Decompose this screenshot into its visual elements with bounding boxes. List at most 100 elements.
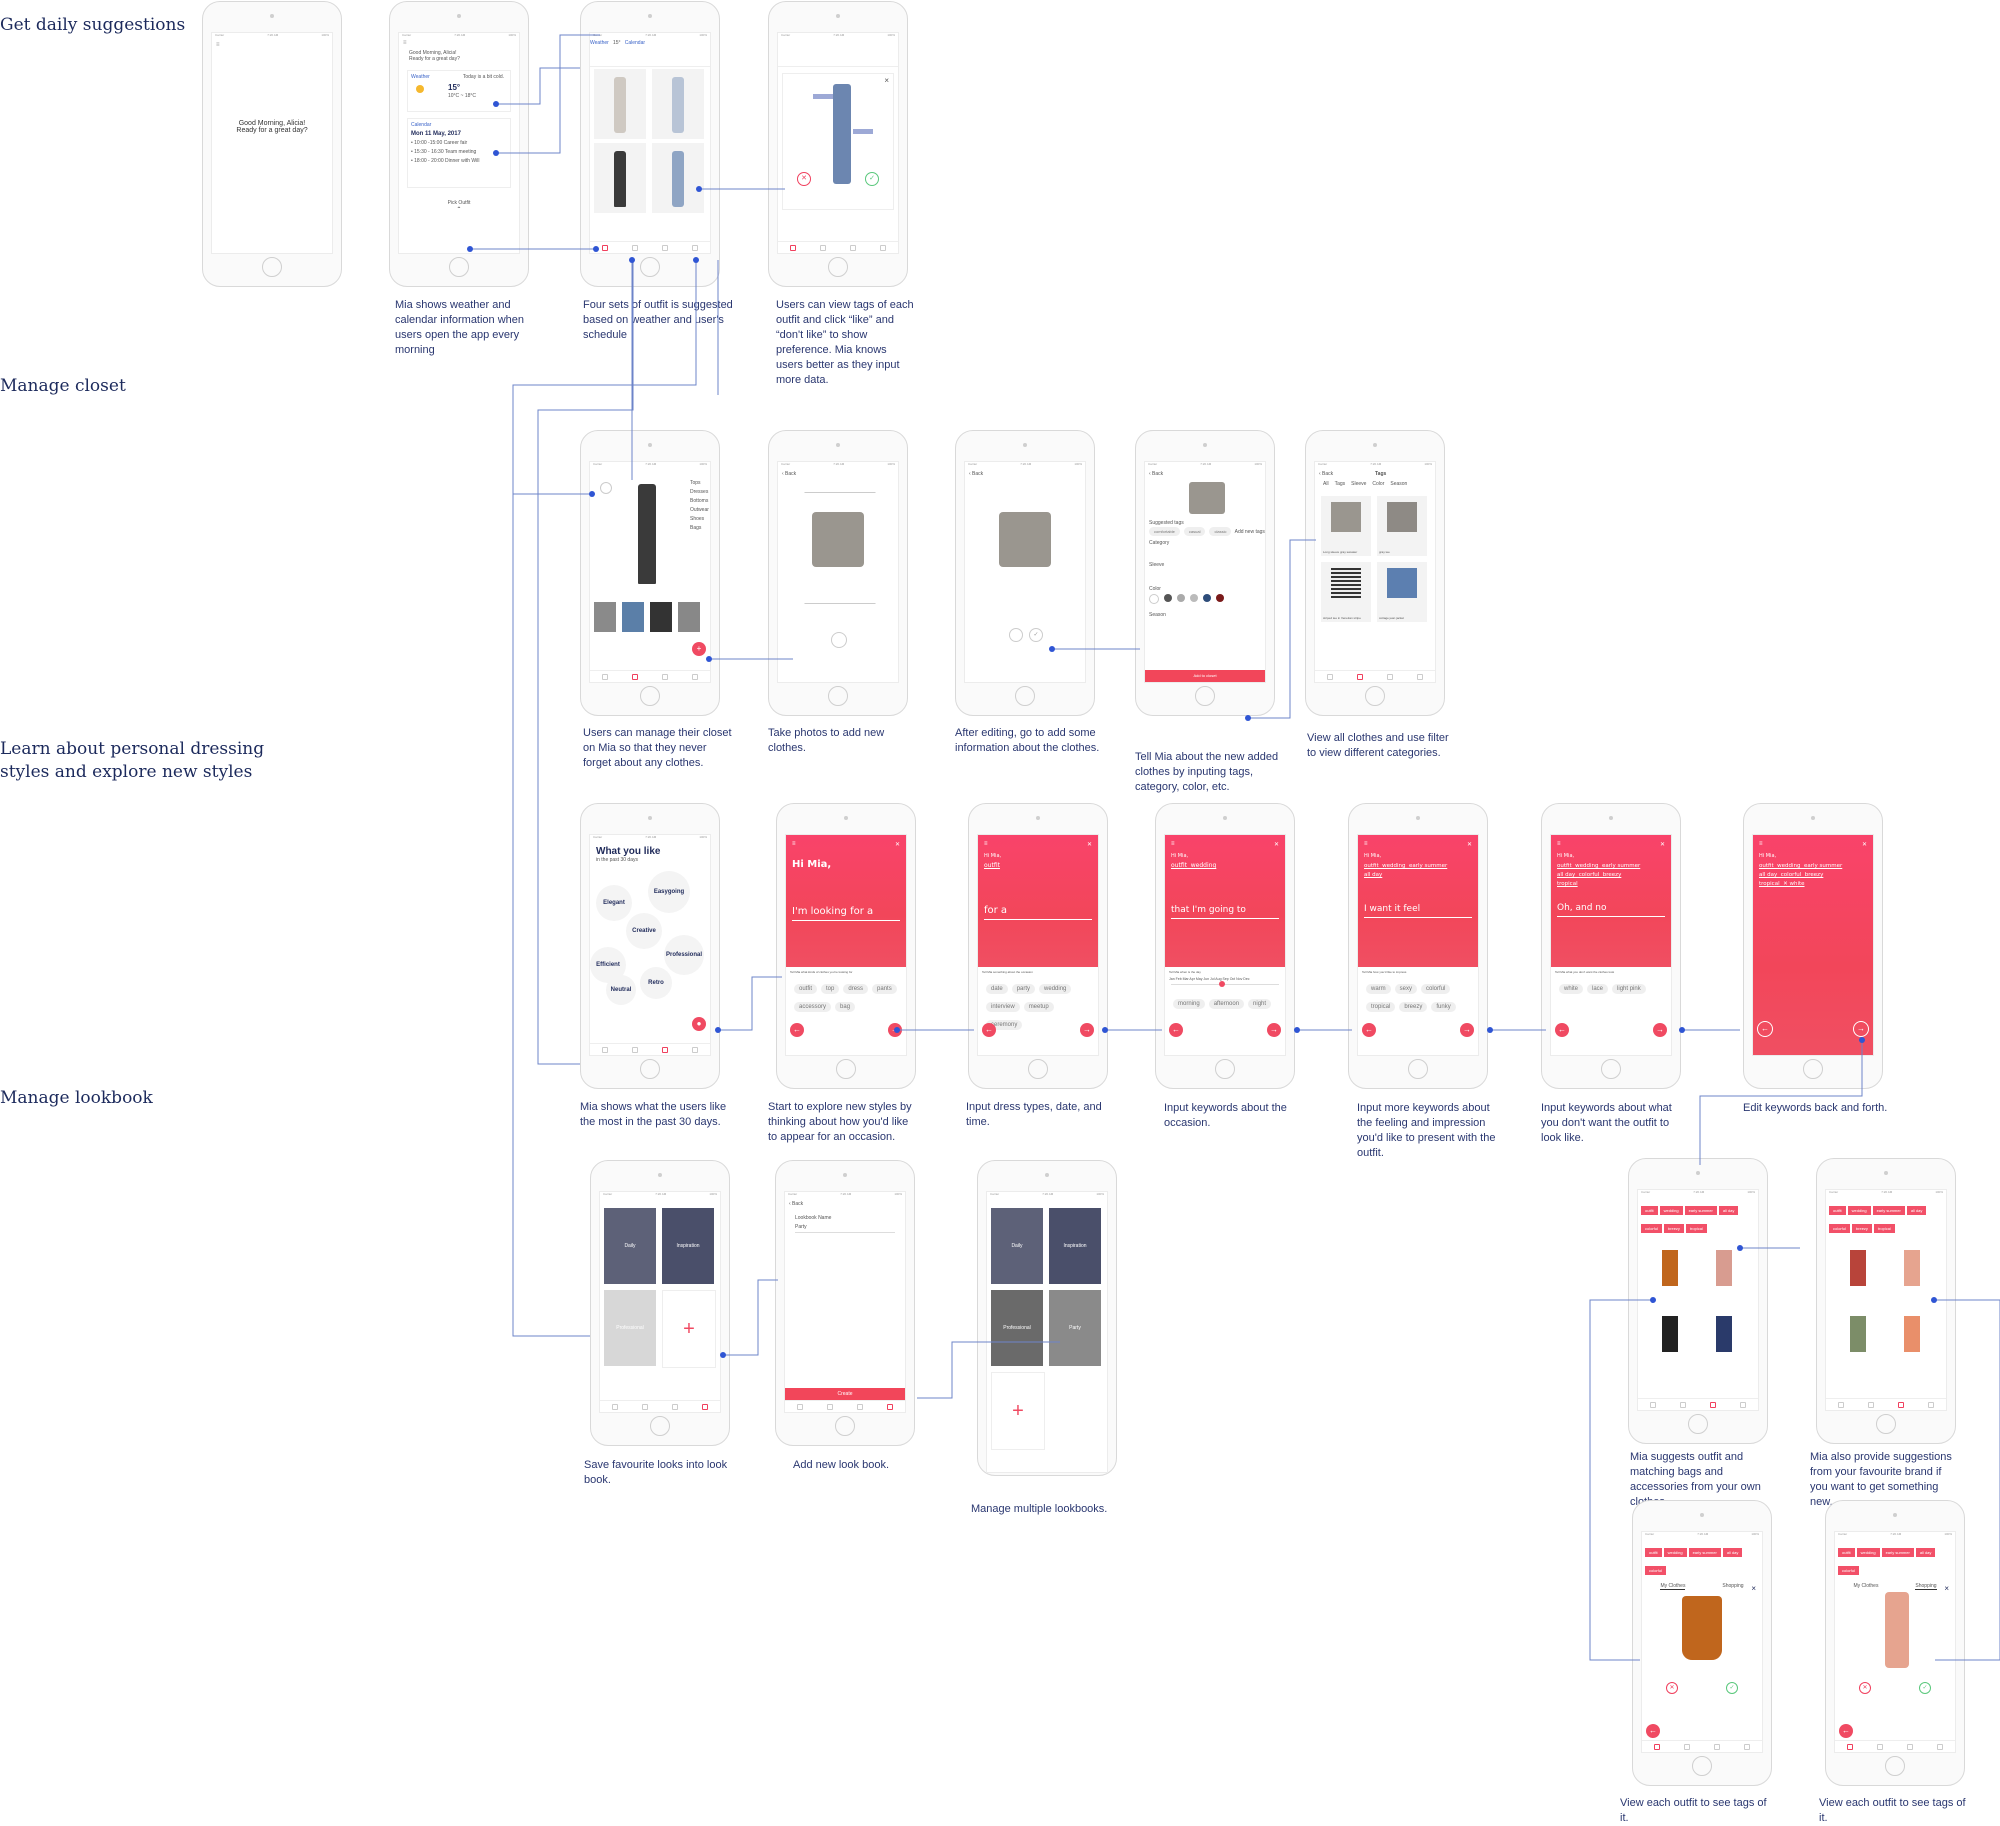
- category-shoes[interactable]: Shoes: [690, 516, 705, 522]
- chip[interactable]: funky: [1431, 1002, 1456, 1012]
- suggest-outfit[interactable]: [1700, 1240, 1748, 1300]
- clothes-item[interactable]: Long sleeve gray sweater: [1321, 496, 1371, 556]
- explore-search-button[interactable]: ●: [692, 1017, 706, 1031]
- clothes-item[interactable]: cottage jean jacket: [1377, 562, 1427, 622]
- lookbook-card[interactable]: Professional: [604, 1290, 656, 1366]
- chevron-up-icon[interactable]: ˆ: [457, 206, 461, 215]
- chip[interactable]: ceremony: [986, 1020, 1023, 1030]
- chip[interactable]: light pink: [1612, 984, 1646, 994]
- like-button[interactable]: ✓: [1919, 1682, 1931, 1694]
- chip[interactable]: meetup: [1023, 1002, 1054, 1012]
- home-button[interactable]: [828, 686, 848, 706]
- back-arrow-button[interactable]: ←: [1839, 1724, 1853, 1738]
- chip[interactable]: date: [986, 984, 1008, 994]
- home-button[interactable]: [640, 257, 660, 277]
- close-icon[interactable]: ×: [1751, 1584, 1756, 1593]
- home-button[interactable]: [1015, 686, 1035, 706]
- closet-tab-icon[interactable]: [632, 244, 638, 251]
- next-arrow-button[interactable]: →: [1080, 1023, 1094, 1037]
- outfit-card[interactable]: [652, 69, 704, 139]
- home-button[interactable]: [1688, 1414, 1708, 1434]
- picked-keywords[interactable]: outfit wedding early summer all day colo…: [1759, 863, 1843, 887]
- close-icon[interactable]: ✕: [1861, 842, 1867, 848]
- confirm-icon[interactable]: ✓: [1029, 628, 1043, 642]
- home-button[interactable]: [650, 1416, 670, 1436]
- next-arrow-button[interactable]: →: [1653, 1023, 1667, 1037]
- lookbook-card[interactable]: Inspiration: [1049, 1208, 1101, 1284]
- close-icon[interactable]: ✕: [1466, 842, 1472, 848]
- dislike-button[interactable]: ✕: [797, 172, 811, 186]
- home-button[interactable]: [1408, 1059, 1428, 1079]
- color-swatches[interactable]: [1149, 594, 1224, 604]
- chip[interactable]: warm: [1366, 984, 1391, 994]
- home-button[interactable]: [262, 257, 282, 277]
- chip[interactable]: interview: [986, 1002, 1020, 1012]
- dislike-button[interactable]: ✕: [1666, 1682, 1678, 1694]
- chip[interactable]: wedding: [1039, 984, 1072, 994]
- home-button[interactable]: [1876, 1414, 1896, 1434]
- retake-icon[interactable]: [1009, 628, 1023, 642]
- shopping-outfit[interactable]: [1834, 1306, 1882, 1366]
- style-bubble[interactable]: Easygoing: [648, 871, 690, 913]
- chip[interactable]: party: [1011, 984, 1036, 994]
- next-arrow-button[interactable]: →: [888, 1023, 902, 1037]
- home-button[interactable]: [1195, 686, 1215, 706]
- add-lookbook-button[interactable]: +: [991, 1372, 1045, 1450]
- shopping-outfit[interactable]: [1888, 1306, 1936, 1366]
- home-button[interactable]: [640, 1059, 660, 1079]
- closet-item[interactable]: [622, 602, 644, 632]
- lookbook-tab-icon[interactable]: [692, 244, 698, 251]
- closet-item[interactable]: [678, 602, 700, 632]
- style-bubble[interactable]: Neutral: [606, 975, 636, 1005]
- home-button[interactable]: [1365, 686, 1385, 706]
- next-arrow-button[interactable]: →: [1853, 1021, 1869, 1037]
- clothes-item[interactable]: striped tee in Venetian stripe: [1321, 562, 1371, 622]
- shopping-outfit[interactable]: [1888, 1240, 1936, 1300]
- lookbook-card[interactable]: Professional: [991, 1290, 1043, 1366]
- home-button[interactable]: [1692, 1756, 1712, 1776]
- pick-outfit-button[interactable]: Pick Outfit: [447, 200, 471, 206]
- close-icon[interactable]: ✕: [1273, 842, 1279, 848]
- close-icon[interactable]: ✕: [1659, 842, 1665, 848]
- next-arrow-button[interactable]: →: [1267, 1023, 1281, 1037]
- clothes-item[interactable]: gray tee: [1377, 496, 1427, 556]
- category-outwear[interactable]: Outwear: [690, 507, 709, 513]
- prompt-text[interactable]: I'm looking for a: [792, 906, 900, 921]
- home-button[interactable]: [836, 1059, 856, 1079]
- prompt-text[interactable]: I want it feel: [1364, 904, 1472, 918]
- add-to-closet-button[interactable]: Add to closet: [1145, 670, 1265, 682]
- home-button[interactable]: [1885, 1756, 1905, 1776]
- next-arrow-button[interactable]: →: [1460, 1023, 1474, 1037]
- back-link[interactable]: ‹ Back: [782, 471, 797, 477]
- category-dresses[interactable]: Dresses: [690, 489, 709, 495]
- lookbook-card[interactable]: Party: [1049, 1290, 1101, 1366]
- chip[interactable]: outfit: [794, 984, 818, 994]
- style-bubble[interactable]: Elegant: [596, 885, 632, 921]
- picked-keywords[interactable]: outfit wedding early summer all day colo…: [1557, 863, 1641, 887]
- month-slider[interactable]: Jan Feb Mar Apr May Jun Jul Aug Sep Oct …: [1169, 977, 1250, 981]
- chip[interactable]: top: [821, 984, 840, 994]
- chip[interactable]: colorful: [1421, 984, 1451, 994]
- chip[interactable]: afternoon: [1208, 999, 1245, 1009]
- home-button[interactable]: [1601, 1059, 1621, 1079]
- close-icon[interactable]: ×: [884, 76, 889, 85]
- home-button[interactable]: [1028, 1059, 1048, 1079]
- chip[interactable]: white: [1559, 984, 1584, 994]
- tag-label[interactable]: [853, 129, 873, 134]
- chip[interactable]: bag: [835, 1002, 856, 1012]
- close-icon[interactable]: ×: [1944, 1584, 1949, 1593]
- picked-keywords[interactable]: outfit wedding: [1171, 862, 1217, 869]
- picked-keywords[interactable]: outfit: [984, 862, 1000, 869]
- home-button[interactable]: [640, 686, 660, 706]
- prompt-text[interactable]: Oh, and no: [1557, 903, 1665, 917]
- add-lookbook-button[interactable]: +: [662, 1290, 716, 1368]
- home-button[interactable]: [1215, 1059, 1235, 1079]
- suggest-outfit[interactable]: [1646, 1306, 1694, 1366]
- lookbook-card[interactable]: Daily: [991, 1208, 1043, 1284]
- back-link[interactable]: ‹ Back: [969, 471, 984, 477]
- chip[interactable]: accessory: [794, 1002, 832, 1012]
- lookbook-card[interactable]: Inspiration: [662, 1208, 714, 1284]
- outfit-card[interactable]: [652, 143, 704, 213]
